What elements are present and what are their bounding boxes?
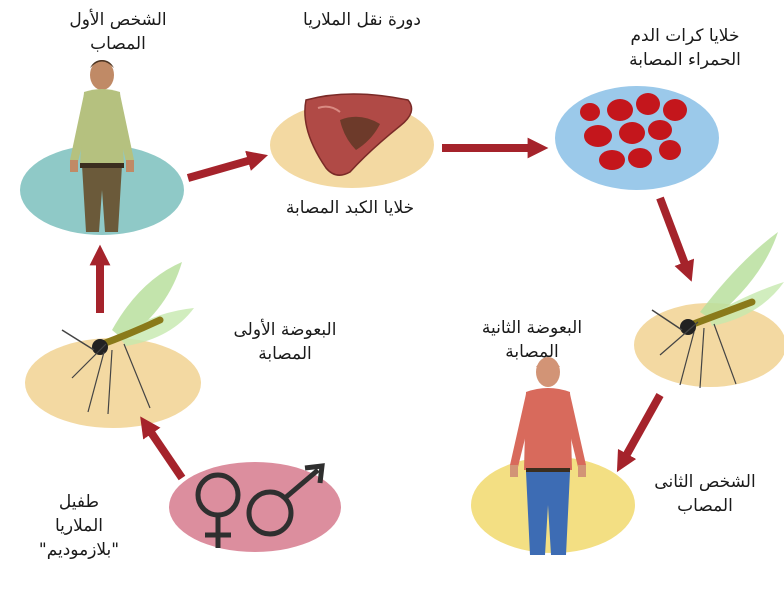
first-mosquito-backdrop bbox=[25, 338, 201, 428]
label-infected-liver-cells: خلايا الكبد المصابة bbox=[240, 196, 460, 220]
label-first-infected-mosquito: البعوضة الأولى المصابة bbox=[200, 318, 370, 366]
label-second-infected-mosquito: البعوضة الثانية المصابة bbox=[452, 316, 612, 364]
diagram-title: دورة نقل الملاريا bbox=[262, 8, 462, 32]
arrow-blood-to-mosquito bbox=[660, 198, 688, 272]
label-infected-red-blood-cells: خلايا كرات الدم الحمراء المصابة bbox=[590, 24, 780, 72]
arrow-person-to-liver bbox=[188, 158, 258, 178]
label-parasite: طفيل الملاريا "بلازموديم" bbox=[4, 490, 154, 562]
label-first-infected-person: الشخص الأول المصاب bbox=[18, 8, 218, 56]
arrow-mosquito-to-person bbox=[622, 395, 660, 463]
label-second-infected-person: الشخص الثانى المصاب bbox=[630, 470, 780, 518]
arrow-parasite-to-mosquito bbox=[146, 425, 182, 478]
